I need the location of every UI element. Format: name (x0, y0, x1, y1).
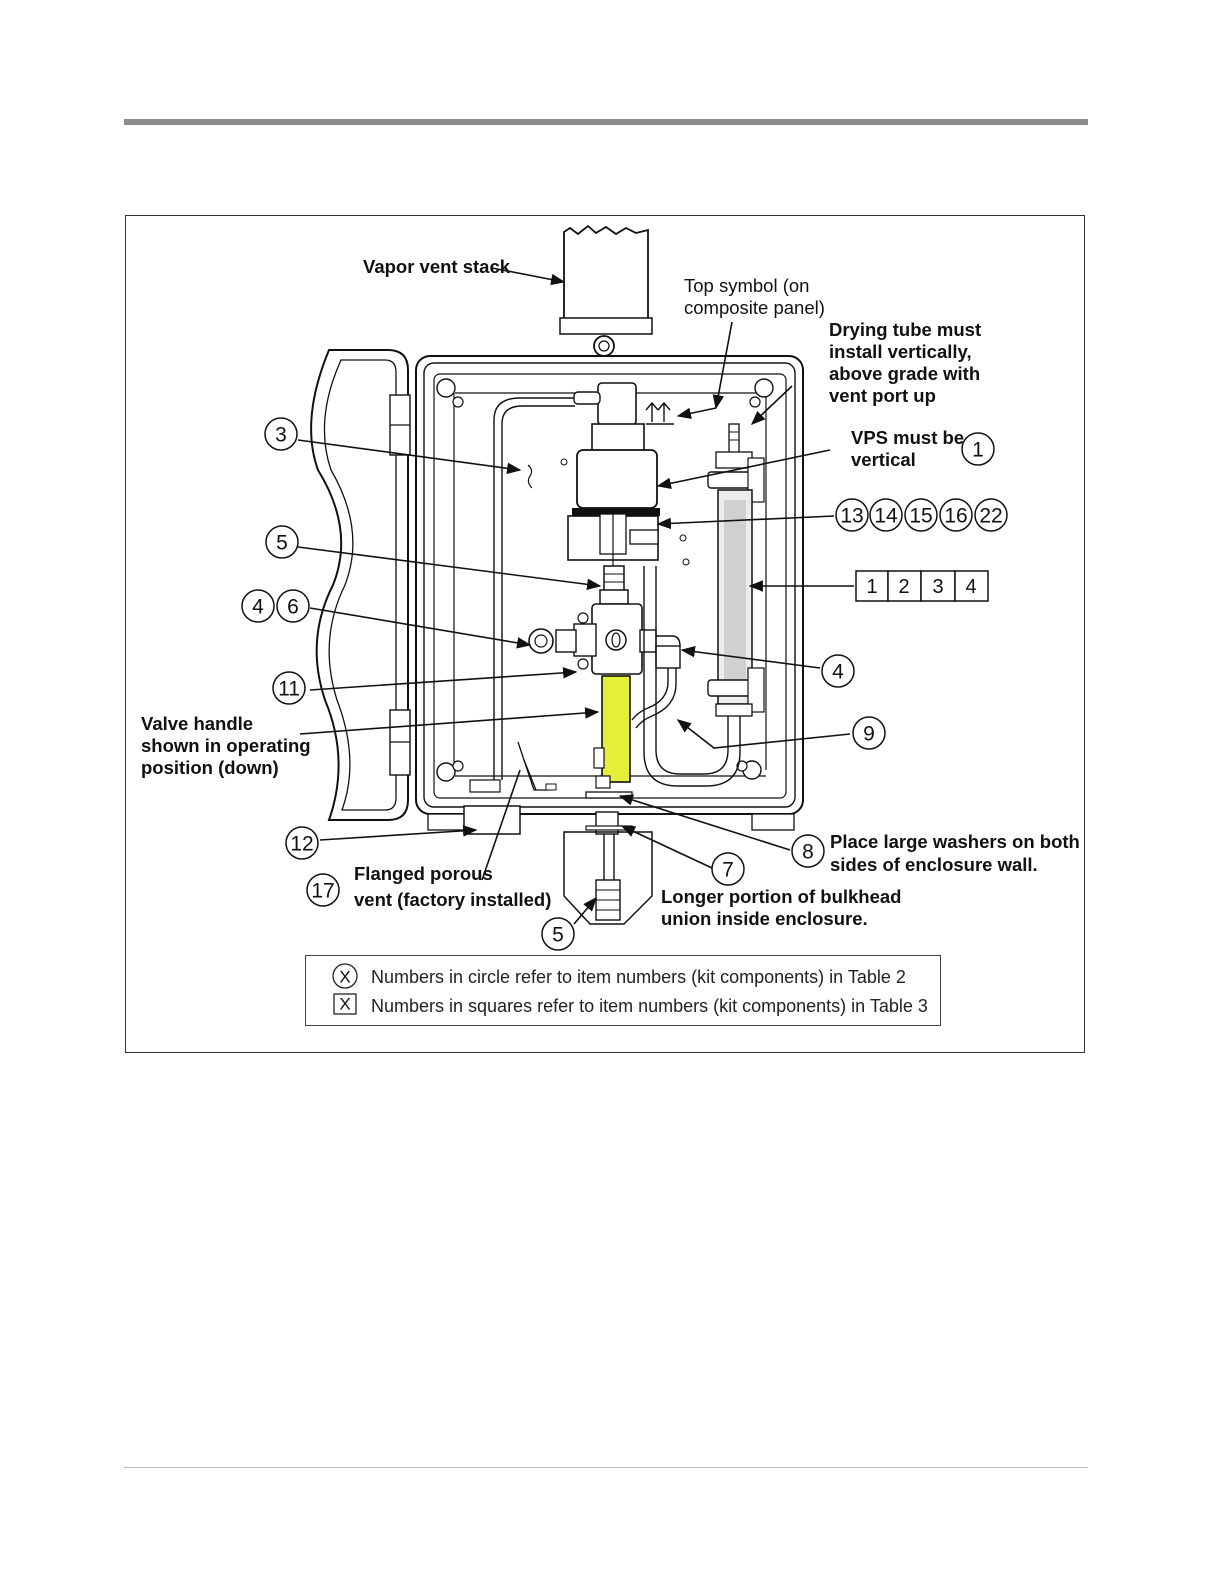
callout-11: 11 (272, 671, 306, 705)
callout-9: 9 (852, 716, 886, 750)
square-callout-3: 3 (920, 570, 956, 602)
circle-callouts: 1 3 5 4 6 11 13 14 15 16 22 4 9 12 17 8 … (241, 417, 1008, 951)
sensor-tubing (493, 397, 690, 780)
drying-tube (707, 423, 765, 717)
svg-text:4: 4 (832, 661, 844, 684)
svg-text:1: 1 (972, 439, 984, 462)
label-valve-handle-3: position (down) (141, 757, 279, 778)
valve-handle-highlight (601, 675, 631, 783)
legend-box (305, 955, 941, 1026)
svg-text:12: 12 (290, 833, 313, 856)
label-vps-2: vertical (851, 449, 916, 470)
bottom-rule (124, 1467, 1088, 1468)
callout-3: 3 (264, 417, 298, 451)
callout-12: 12 (285, 826, 319, 860)
label-drying-tube-2: install vertically, (829, 341, 972, 362)
svg-text:1: 1 (866, 576, 877, 598)
label-drying-tube-1: Drying tube must (829, 319, 981, 340)
svg-text:9: 9 (863, 723, 875, 746)
label-flanged-vent-2: vent (factory installed) (354, 889, 551, 910)
top-symbol (645, 401, 674, 425)
svg-text:15: 15 (909, 505, 932, 528)
legend-circle-symbol: X (332, 963, 358, 989)
callout-5-lower: 5 (541, 917, 575, 951)
vapor-vent-stack-pipe (559, 224, 653, 357)
callout-8: 8 (791, 834, 825, 868)
label-top-symbol-2: composite panel) (684, 297, 825, 318)
svg-text:X: X (339, 995, 350, 1014)
svg-text:8: 8 (802, 841, 814, 864)
enclosure-door (310, 349, 411, 821)
svg-text:7: 7 (722, 859, 734, 882)
callout-14: 14 (869, 498, 903, 532)
legend: X Numbers in circle refer to item number… (332, 963, 928, 1016)
svg-text:14: 14 (874, 505, 898, 528)
svg-text:6: 6 (287, 596, 299, 619)
callout-22: 22 (974, 498, 1008, 532)
callout-1: 1 (961, 432, 995, 466)
label-washers-1: Place large washers on both (830, 831, 1080, 852)
svg-text:11: 11 (278, 678, 300, 701)
svg-text:2: 2 (898, 576, 909, 598)
callout-16: 16 (939, 498, 973, 532)
callout-7: 7 (711, 852, 745, 886)
diagram-labels: Vapor vent stack Top symbol (on composit… (141, 256, 1080, 929)
legend-square-text: Numbers in squares refer to item numbers… (371, 996, 928, 1016)
square-callout-1: 1 (855, 570, 889, 602)
svg-text:17: 17 (311, 880, 334, 903)
legend-square-symbol: X (333, 993, 357, 1015)
svg-text:X: X (339, 968, 350, 987)
callout-5-upper: 5 (265, 525, 299, 559)
svg-text:13: 13 (840, 505, 863, 528)
callout-4-right: 4 (821, 654, 855, 688)
svg-text:3: 3 (275, 424, 287, 447)
top-rule (124, 119, 1088, 125)
leader-lines (297, 267, 854, 925)
label-top-symbol-1: Top symbol (on (684, 275, 809, 296)
label-flanged-vent-1: Flanged porous (354, 863, 493, 884)
label-valve-handle-1: Valve handle (141, 713, 253, 734)
svg-text:22: 22 (979, 505, 1002, 528)
vapor-pressure-sensor (567, 382, 660, 570)
callout-17: 17 (306, 873, 340, 907)
label-drying-tube-3: above grade with (829, 363, 980, 384)
callout-4-left: 4 (241, 589, 275, 623)
legend-circle-text: Numbers in circle refer to item numbers … (371, 967, 906, 987)
svg-text:5: 5 (552, 924, 564, 947)
label-bulkhead-1: Longer portion of bulkhead (661, 886, 901, 907)
svg-text:3: 3 (932, 576, 943, 598)
svg-text:4: 4 (252, 596, 264, 619)
svg-text:5: 5 (276, 532, 288, 555)
label-bulkhead-2: union inside enclosure. (661, 908, 868, 929)
callout-6: 6 (276, 589, 310, 623)
callout-15: 15 (904, 498, 938, 532)
label-valve-handle-2: shown in operating (141, 735, 311, 756)
figure-frame (125, 215, 1085, 1053)
connecting-tube (631, 566, 741, 787)
label-washers-2: sides of enclosure wall. (830, 854, 1038, 875)
svg-text:4: 4 (965, 576, 976, 598)
square-callouts: 1 2 3 4 (855, 570, 989, 602)
label-vapor-vent-stack: Vapor vent stack (363, 256, 511, 277)
ball-valve-assembly (528, 565, 681, 789)
square-callout-2: 2 (887, 570, 922, 602)
label-drying-tube-4: vent port up (829, 385, 936, 406)
square-callout-4: 4 (954, 570, 989, 602)
label-vps-1: VPS must be (851, 427, 964, 448)
callout-13: 13 (835, 498, 869, 532)
svg-text:16: 16 (944, 505, 967, 528)
